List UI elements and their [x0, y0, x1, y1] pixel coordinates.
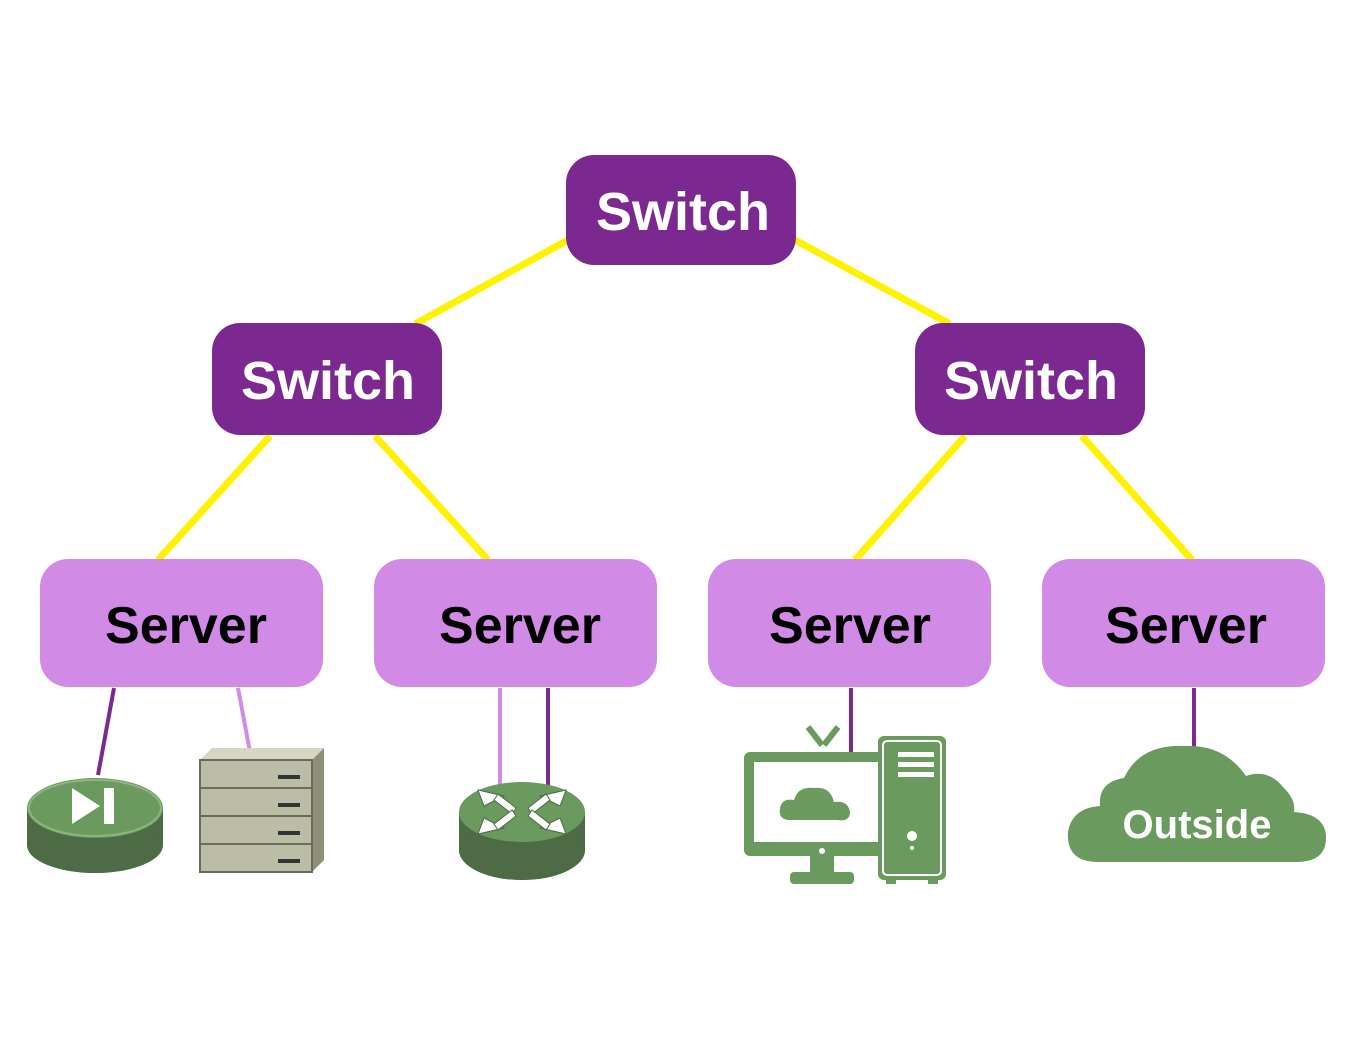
router-icon	[459, 782, 585, 880]
switch-node-root: Switch	[566, 155, 796, 265]
cloud-label: Outside	[1123, 803, 1272, 847]
server-label: Server	[1105, 597, 1267, 655]
link-server1-media	[96, 687, 116, 776]
storage-rack-icon	[199, 748, 324, 873]
server-node-2: Server	[374, 559, 657, 687]
switch-node-right: Switch	[915, 323, 1145, 435]
link-left-server2	[372, 433, 491, 563]
server-label: Server	[439, 597, 601, 655]
link-left-server1	[155, 433, 273, 563]
link-root-right	[793, 236, 952, 328]
link-server1-storage	[236, 687, 252, 753]
tv-computer-icon	[744, 725, 946, 884]
server-node-1: Server	[40, 559, 323, 687]
switch-links	[155, 236, 1195, 563]
server-node-4: Server	[1042, 559, 1325, 687]
switch-label: Switch	[241, 351, 415, 411]
link-right-server4	[1079, 433, 1195, 563]
switch-label: Switch	[944, 351, 1118, 411]
switch-node-left: Switch	[212, 323, 442, 435]
media-player-icon	[27, 778, 163, 873]
server-label: Server	[769, 597, 931, 655]
cloud-icon: Outside	[1067, 745, 1326, 862]
switch-label: Switch	[596, 182, 770, 242]
link-right-server3	[852, 433, 968, 563]
link-root-left	[413, 236, 570, 328]
server-label: Server	[105, 597, 267, 655]
server-node-3: Server	[708, 559, 991, 687]
device-links	[96, 687, 1196, 790]
